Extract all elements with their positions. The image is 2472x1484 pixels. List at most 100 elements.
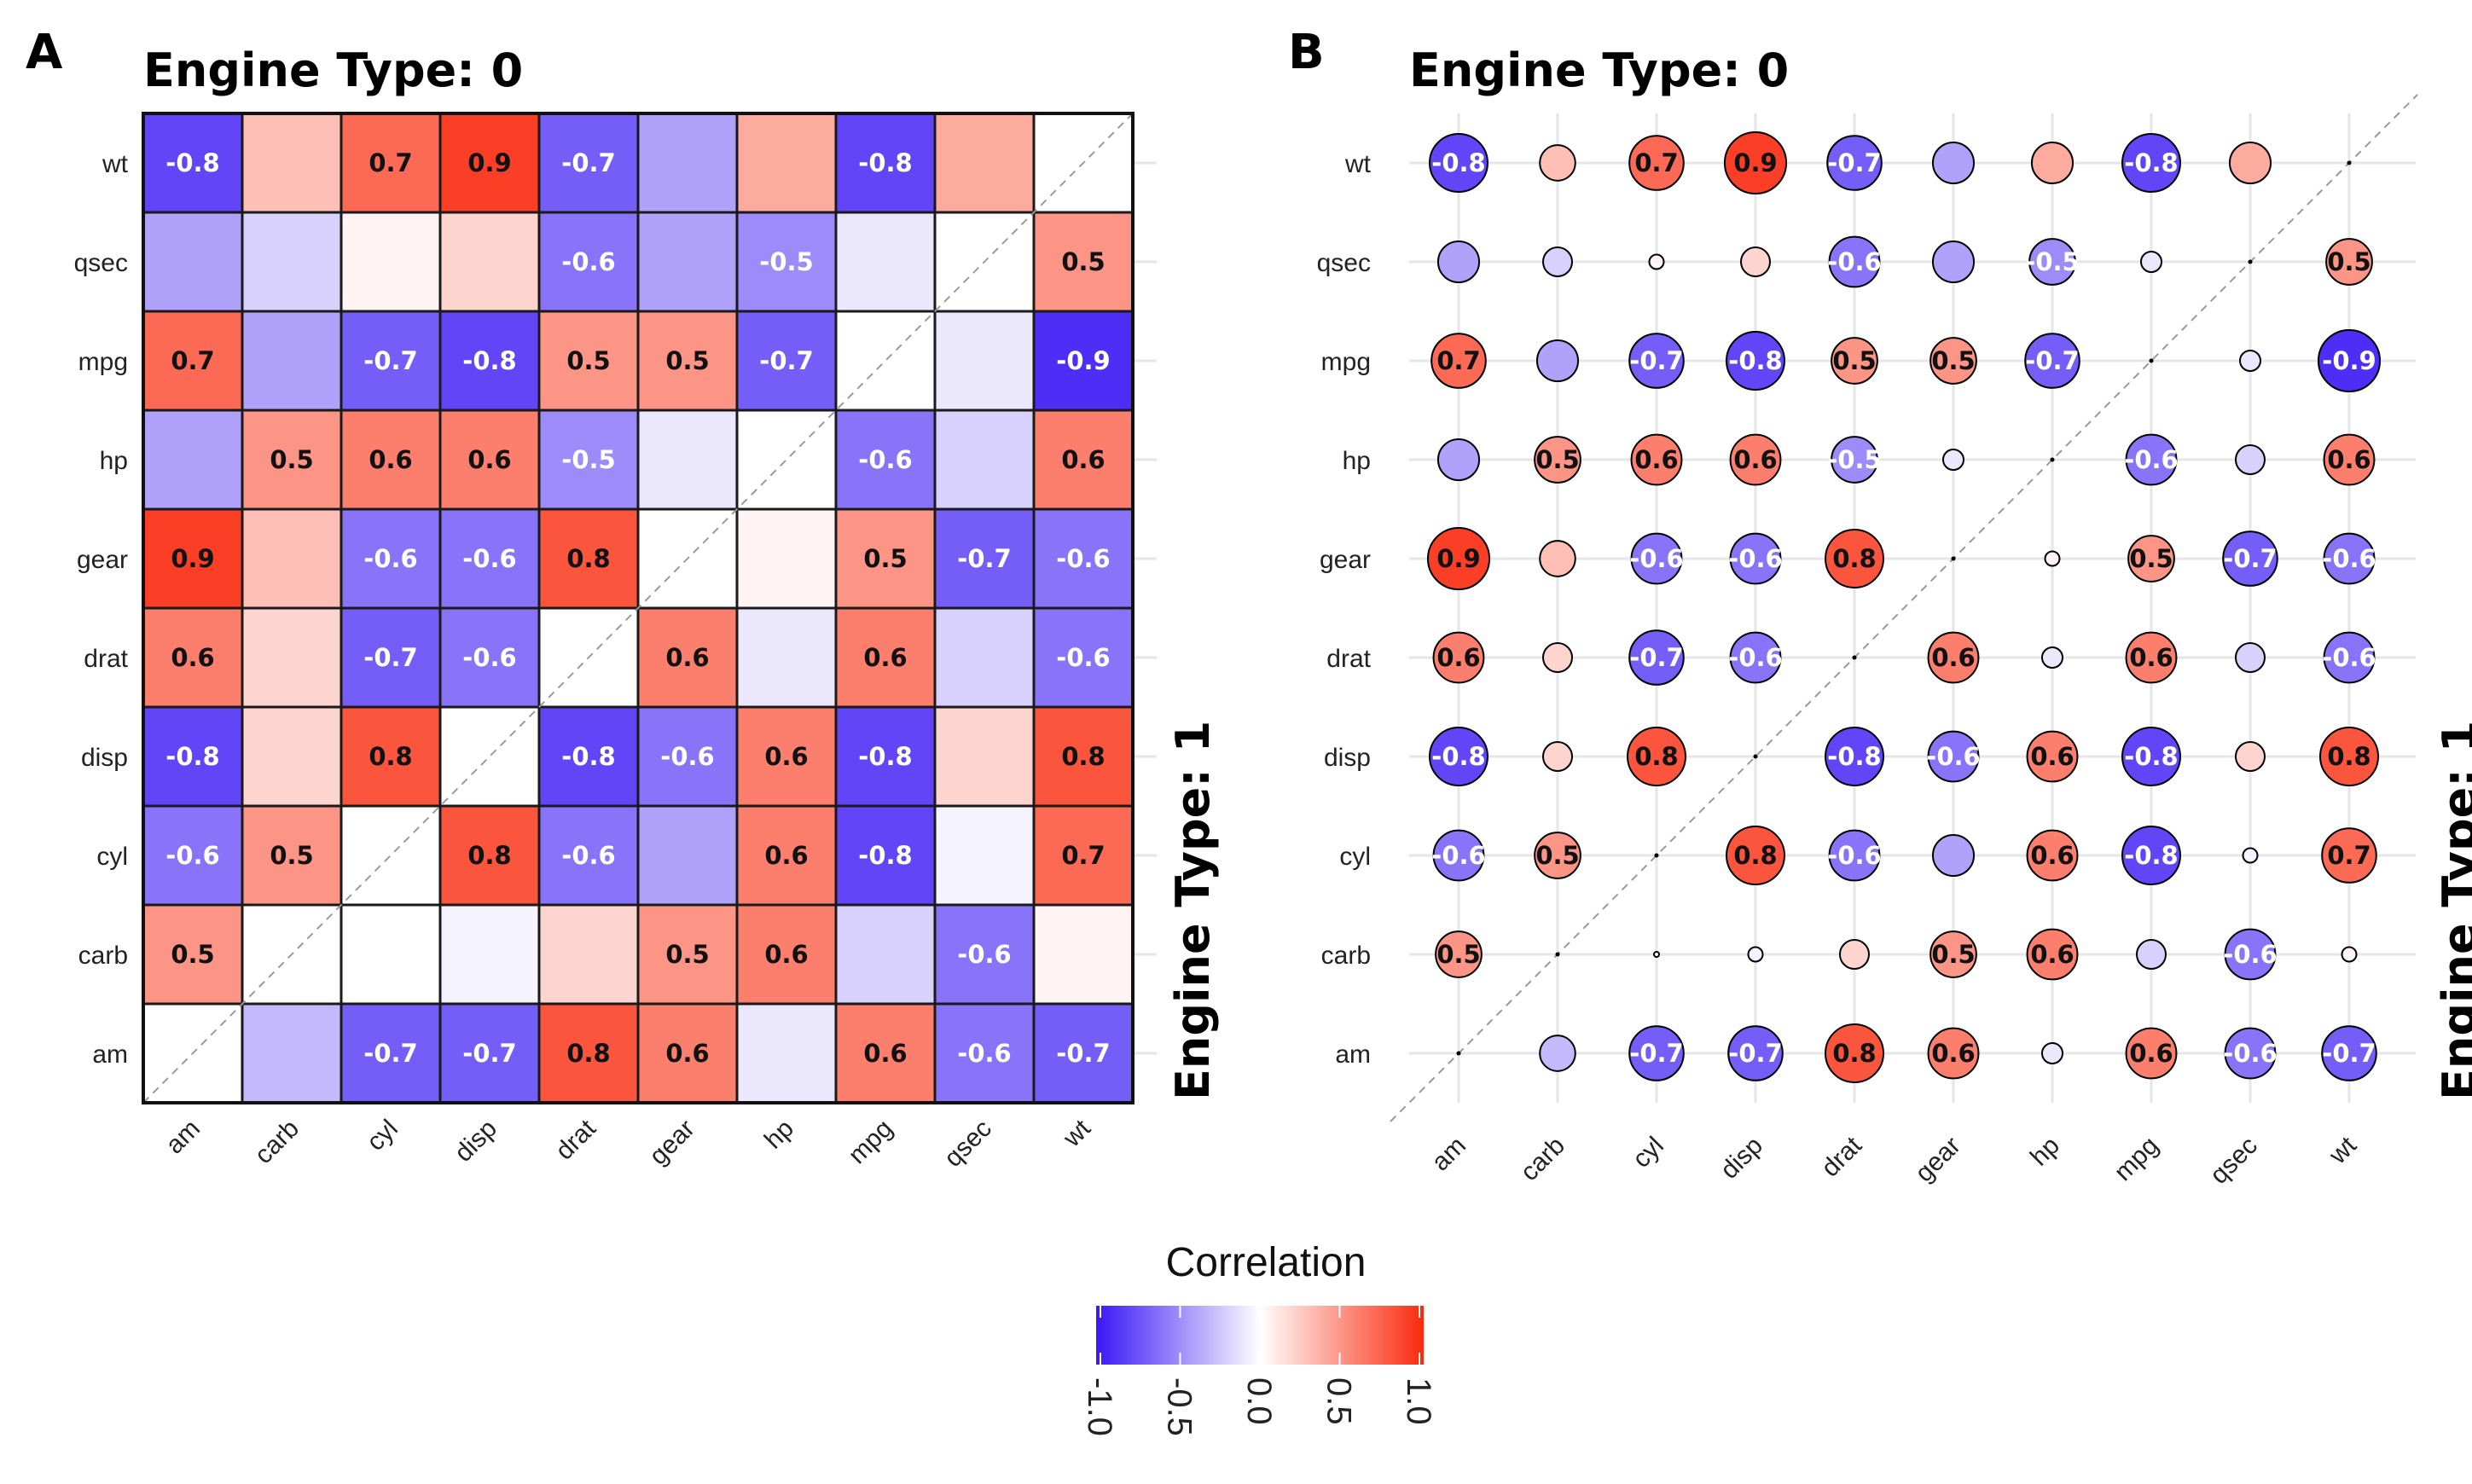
panel-a-cell-label: 0.6 xyxy=(467,445,511,474)
panel-a-cell xyxy=(636,310,739,412)
panel-b-cell-label: 0.5 xyxy=(2129,544,2173,573)
panel-b-side-title: Engine Type: 1 xyxy=(2433,721,2472,1100)
panel-a-x-tick-label: mpg xyxy=(843,1115,898,1170)
panel-b-cell-label: -0.8 xyxy=(2124,742,2178,771)
panel-b-cell-label: 0.6 xyxy=(1931,643,1975,672)
panel-b-circle xyxy=(2125,433,2178,486)
panel-b-circle xyxy=(2228,141,2272,185)
panel-a-cell xyxy=(735,310,838,412)
panel-b-y-tick-label: mpg xyxy=(1321,348,1371,376)
panel-b-cell-label: -0.5 xyxy=(1827,445,1881,474)
panel-a-cell xyxy=(339,606,442,709)
legend-tick-label: -0.5 xyxy=(1161,1377,1198,1436)
panel-b-circle xyxy=(1628,333,1685,389)
panel-b-circle xyxy=(1931,141,1976,185)
panel-a-y-tick-label: disp xyxy=(81,744,128,772)
panel-b-cell-label: -0.6 xyxy=(2322,544,2376,573)
panel-a-cell-label: 0.5 xyxy=(665,940,709,969)
panel-b-cell-label: -0.7 xyxy=(1629,346,1683,375)
panel-b-circle xyxy=(2030,141,2075,185)
panel-b-circle xyxy=(1729,631,1782,684)
panel-b-cell-label: 0.9 xyxy=(1733,148,1777,177)
panel-a-cell xyxy=(1032,705,1134,808)
panel-b-cell-label: 0.6 xyxy=(1733,445,1777,474)
panel-b-y-tick-label: hp xyxy=(1343,447,1371,475)
panel-b-circle xyxy=(2224,928,2277,981)
panel-a-cell-label: -0.5 xyxy=(561,445,615,474)
panel-b-circle xyxy=(2125,1027,2178,1080)
panel-a-cell-label: 0.9 xyxy=(467,148,511,177)
panel-a-cell xyxy=(142,903,244,1006)
panel-b-circle xyxy=(1825,529,1884,588)
panel-b-circle xyxy=(1432,631,1485,684)
panel-a-cell xyxy=(834,804,937,907)
panel-b-cell-label: 0.8 xyxy=(1832,1039,1876,1068)
panel-b-circle xyxy=(1831,436,1878,484)
panel-b-diagonal-dot xyxy=(1852,655,1857,660)
panel-a-cell xyxy=(241,705,343,808)
panel-b-circle xyxy=(1747,946,1764,963)
panel-b-cell-label: -0.6 xyxy=(2322,643,2376,672)
panel-b-circle xyxy=(1828,235,1881,288)
panel-b-circle xyxy=(1539,540,1576,577)
panel-a-cell xyxy=(537,705,640,808)
panel-a-y-tick-label: am xyxy=(92,1041,128,1069)
panel-b-cell-label: -0.7 xyxy=(2025,346,2079,375)
panel-b-circle xyxy=(2242,847,2259,864)
panel-a-cell xyxy=(241,112,343,214)
panel-a-cell-label: 0.8 xyxy=(467,841,511,870)
panel-b-cell-label: 0.6 xyxy=(2030,742,2074,771)
panel-a-cell xyxy=(834,409,937,511)
panel-a-x-tick-label: hp xyxy=(759,1115,799,1155)
panel-b-y-tick-label: carb xyxy=(1321,942,1371,970)
panel-a-cell-label: 0.9 xyxy=(171,544,214,573)
panel-b-cell-label: 0.6 xyxy=(1931,1039,1975,1068)
panel-b-circle xyxy=(1628,135,1685,191)
panel-a-y-tick-label: hp xyxy=(100,447,128,475)
panel-b-cell-label: 0.6 xyxy=(2030,940,2074,969)
panel-a-cell-label: -0.7 xyxy=(561,148,615,177)
panel-a-cell-label: -0.8 xyxy=(561,742,615,771)
panel-b-cell-label: 0.5 xyxy=(1832,346,1876,375)
panel-b-circle xyxy=(2319,727,2379,786)
panel-b-y-tick-label: gear xyxy=(1320,546,1371,574)
panel-b-y-tick-label: am xyxy=(1335,1041,1371,1069)
panel-a-cell-label: -0.6 xyxy=(957,1039,1011,1068)
panel-a-cell xyxy=(537,409,640,511)
panel-a-cell xyxy=(339,112,442,214)
panel-b-circle xyxy=(1426,526,1491,591)
panel-a-cell xyxy=(1032,903,1134,1006)
panel-a-cell xyxy=(438,606,541,709)
panel-b-cell-label: -0.7 xyxy=(1827,148,1881,177)
panel-b-diagonal-dot xyxy=(2149,358,2154,363)
panel-b-y-tick-label: disp xyxy=(1324,744,1371,772)
panel-a-cell-label: 0.5 xyxy=(171,940,214,969)
panel-b-x-tick-label: carb xyxy=(1515,1132,1570,1187)
panel-a-cell xyxy=(438,211,541,313)
panel-b-diagonal-line xyxy=(1390,94,2418,1122)
panel-a-cell-label: 0.6 xyxy=(764,940,808,969)
panel-b-cell-label: -0.9 xyxy=(2322,346,2376,375)
panel-a-cell-label: -0.8 xyxy=(858,742,912,771)
panel-b-diagonal-dot xyxy=(1555,952,1560,957)
panel-a-cell-label: -0.7 xyxy=(1056,1039,1110,1068)
panel-b-diagonal-dot xyxy=(2347,160,2352,165)
panel-b-cell-label: 0.6 xyxy=(2129,643,2173,672)
panel-a-cell-label: 0.7 xyxy=(368,148,412,177)
panel-b-x-tick-label: am xyxy=(1426,1132,1471,1177)
panel-b-x-tick-label: hp xyxy=(2025,1132,2065,1172)
panel-b-x-tick-label: wt xyxy=(2324,1131,2363,1170)
panel-a-x-tick-label: disp xyxy=(450,1115,502,1168)
panel-b-circle xyxy=(2044,550,2061,567)
panel-b-cell-label: 0.6 xyxy=(1436,643,1480,672)
panel-a-y-tick-label: cyl xyxy=(96,843,128,871)
panel-a-y-tick-label: mpg xyxy=(78,348,128,376)
panel-b-diagonal-dot xyxy=(1456,1051,1461,1056)
panel-b-circle xyxy=(2235,444,2266,475)
panel-b-circle xyxy=(1825,727,1884,786)
panel-b-circle xyxy=(2321,827,2377,884)
panel-a-cell-label: -0.6 xyxy=(561,247,615,276)
panel-b-cell-label: 0.5 xyxy=(1931,940,1975,969)
